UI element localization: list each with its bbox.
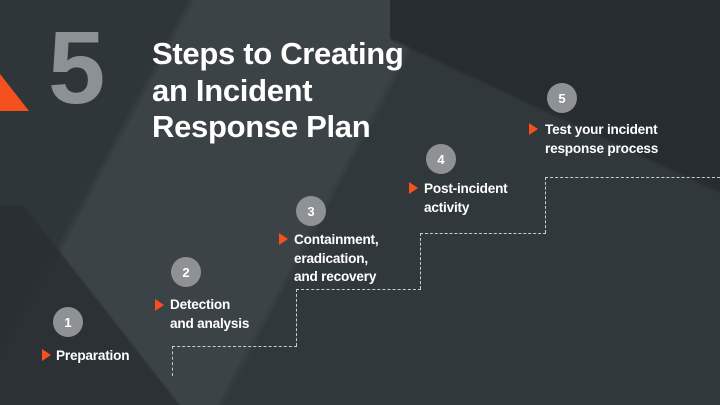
step-label-3: Containment, eradication, and recovery [294,232,379,284]
staircase-riser-4 [420,233,421,289]
step-label-1: Preparation [56,348,130,363]
staircase-riser-5 [545,177,546,233]
step-badge-5: 5 [547,83,577,113]
step-bullet-icon-1 [42,349,51,361]
step-badge-3: 3 [296,196,326,226]
step-bullet-icon-3 [279,233,288,245]
staircase-riser-2 [172,346,173,376]
step-label-2: Detection and analysis [170,297,250,331]
page-title-line-1: Steps to Creating [152,36,404,71]
page-title: Steps to Creating an Incident Response P… [152,36,482,146]
step-bullet-icon-5 [529,123,538,135]
step-badge-2: 2 [171,257,201,287]
staircase-tread-3 [296,289,421,290]
staircase-tread-4 [420,233,546,234]
staircase-riser-3 [296,289,297,346]
staircase-tread-2 [172,346,297,347]
step-bullet-icon-4 [409,182,418,194]
page-title-line-2: an Incident [152,72,313,108]
orange-triangle-accent-icon [0,74,29,111]
big-number-five: 5 [48,10,105,125]
step-badge-4: 4 [426,144,456,174]
step-badge-1: 1 [53,307,83,337]
page-title-line-3: Response Plan [152,109,371,144]
step-bullet-icon-2 [155,299,164,311]
staircase-tread-5 [545,177,720,178]
step-label-4: Post-incident activity [424,181,508,215]
step-label-5: Test your incident response process [545,122,659,156]
